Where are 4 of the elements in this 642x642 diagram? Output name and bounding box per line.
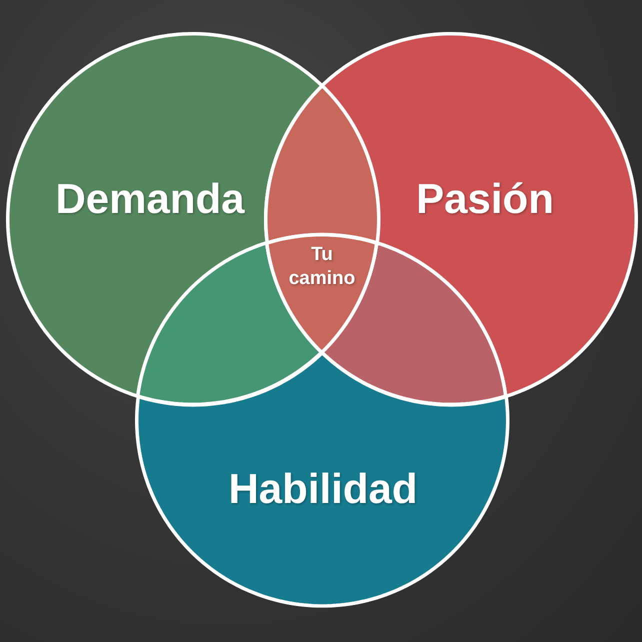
circle-label: Demanda <box>55 176 245 222</box>
center-label: Tu camino <box>288 243 356 291</box>
circle-label: Pasión <box>416 176 554 222</box>
circle-label: Habilidad <box>228 466 418 512</box>
